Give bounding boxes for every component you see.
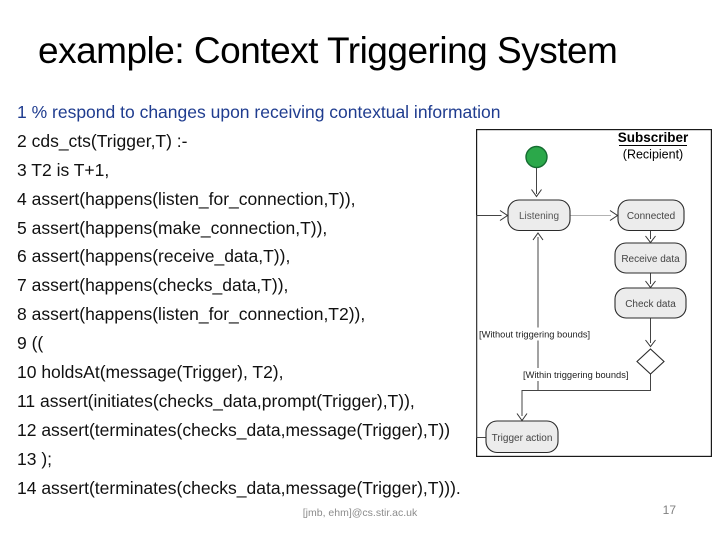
listening-state-label: Listening	[519, 211, 559, 222]
code-line-5: 5 assert(happens(make_connection,T)),	[17, 217, 328, 238]
page-number: 17	[662, 503, 676, 517]
code-line-13: 13 );	[17, 448, 53, 469]
code-line-10: 10 holdsAt(message(Trigger), T2),	[17, 362, 284, 383]
guard-within-bg	[521, 368, 627, 381]
trigger-action-state	[485, 420, 559, 454]
decision-diamond	[636, 348, 665, 375]
initial-state-icon	[525, 145, 548, 169]
check-data-state	[614, 287, 687, 319]
check-data-state-label: Check data	[625, 299, 676, 310]
trigger-action-state-label: Trigger action	[492, 433, 553, 444]
code-line-2: 2 cds_cts(Trigger,T) :-	[17, 130, 188, 151]
arrowhead-decision-to-listening	[532, 232, 544, 241]
code-line-9: 9 ((	[17, 333, 44, 354]
footer-email: [jmb, ehm]@cs.stir.ac.uk	[302, 507, 418, 519]
code-line-12: 12 assert(terminates(checks_data,message…	[17, 419, 451, 440]
arrowhead-check-to-decision	[645, 339, 656, 348]
slide-title: example: Context Triggering System	[38, 30, 618, 71]
code-line-8: 8 assert(happens(listen_for_connection,T…	[17, 304, 366, 325]
arrow-decision-to-trigger	[521, 374, 651, 416]
code-line-14: 14 assert(terminates(checks_data,message…	[17, 477, 461, 498]
diagram-subheading: (Recipient)	[623, 148, 683, 162]
code-line-6: 6 assert(happens(receive_data,T)),	[17, 246, 291, 267]
arrow-trigger-to-listening	[476, 215, 502, 438]
code-line-3: 3 T2 is T+1,	[17, 159, 110, 180]
connected-state	[617, 199, 685, 232]
connected-state-label: Connected	[627, 211, 675, 222]
code-line-4: 4 assert(happens(listen_for_connection,T…	[17, 188, 356, 209]
diagram-heading: Subscriber	[618, 130, 689, 145]
guard-within-label: [Within triggering bounds]	[523, 370, 628, 380]
code-line-7: 7 assert(happens(checks_data,T)),	[17, 275, 289, 296]
code-line-1: 1 % respond to changes upon receiving co…	[17, 102, 501, 122]
guard-without-label: [Without triggering bounds]	[479, 330, 590, 340]
arrowhead-start-to-listening	[531, 189, 542, 198]
listening-state	[507, 199, 571, 232]
receive-data-state	[614, 242, 687, 274]
code-line-11: 11 assert(initiates(checks_data,prompt(T…	[17, 390, 415, 411]
receive-data-state-label: Receive data	[621, 254, 680, 265]
guard-without-bg	[477, 327, 594, 341]
code-block: 1 % respond to changes upon receiving co…	[17, 98, 501, 502]
